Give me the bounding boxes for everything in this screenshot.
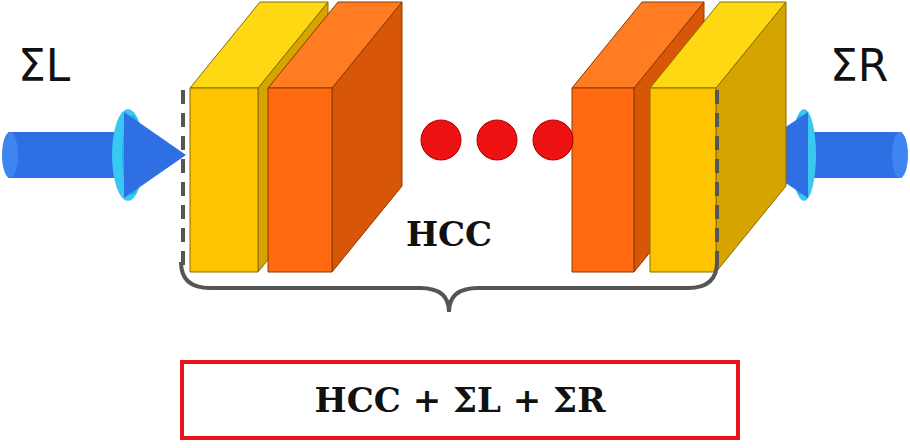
slab-face xyxy=(650,88,716,272)
slab-face xyxy=(268,88,332,272)
boundary-line xyxy=(715,90,719,272)
slab-face xyxy=(650,2,786,88)
equation-box: HCC + ΣL + ΣR xyxy=(180,360,740,440)
slab-face xyxy=(190,88,258,272)
equation-text: HCC + ΣL + ΣR xyxy=(315,380,606,420)
ellipsis-dots xyxy=(421,120,573,160)
slab-face xyxy=(572,88,634,272)
math-label: HCC xyxy=(406,214,492,254)
slab-face xyxy=(268,2,402,88)
left-lead xyxy=(2,109,186,201)
brace xyxy=(181,262,717,312)
math-label: ΣL xyxy=(18,40,70,91)
boundary-line xyxy=(181,90,185,272)
math-label: ΣR xyxy=(830,40,888,91)
